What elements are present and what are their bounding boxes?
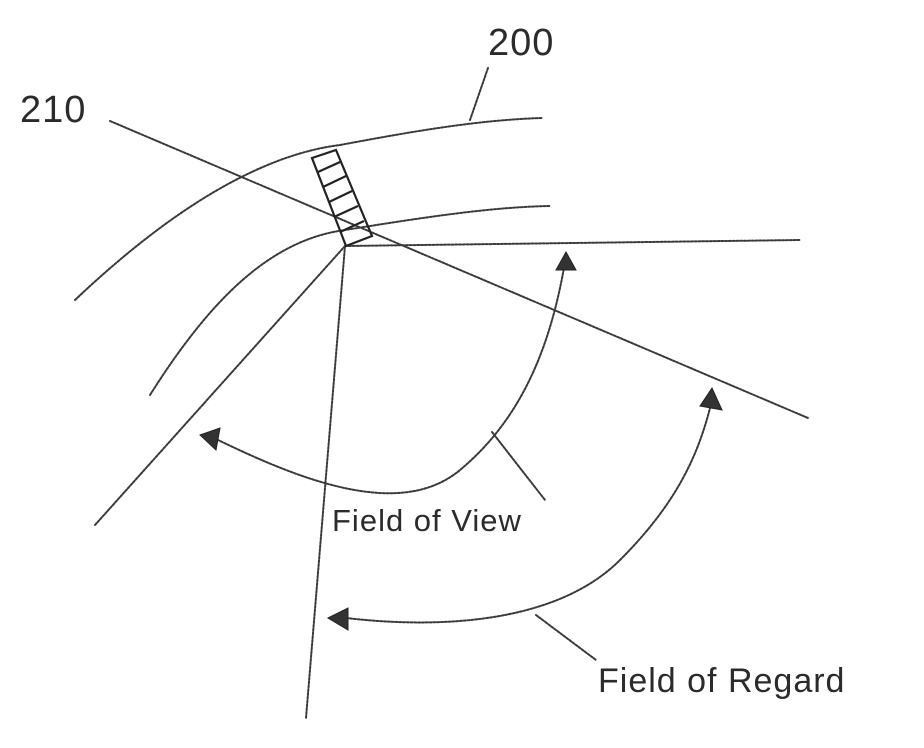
field-of-regard-label: Field of Regard xyxy=(598,664,845,698)
inner-surface-curve xyxy=(150,206,550,395)
lower-left-boundary-line xyxy=(95,246,345,525)
fov-arrowhead-top xyxy=(556,252,576,270)
leader-field-of-view xyxy=(492,432,545,500)
reference-numeral-210: 210 xyxy=(20,91,86,129)
leader-field-of-regard xyxy=(536,615,596,660)
hatched-sensor-region xyxy=(312,150,372,246)
vertical-boundary-line xyxy=(306,246,345,718)
for-arrowhead-right xyxy=(700,388,722,410)
leader-200 xyxy=(470,68,488,120)
fov-arrowhead-left xyxy=(200,428,220,450)
field-of-view-label: Field of View xyxy=(332,505,522,536)
reference-numeral-200: 200 xyxy=(488,24,554,62)
upper-surface-curve xyxy=(75,118,542,300)
horizontal-boundary-line xyxy=(345,240,800,246)
diagonal-sight-line xyxy=(110,121,808,418)
for-arrowhead-left xyxy=(328,608,348,630)
